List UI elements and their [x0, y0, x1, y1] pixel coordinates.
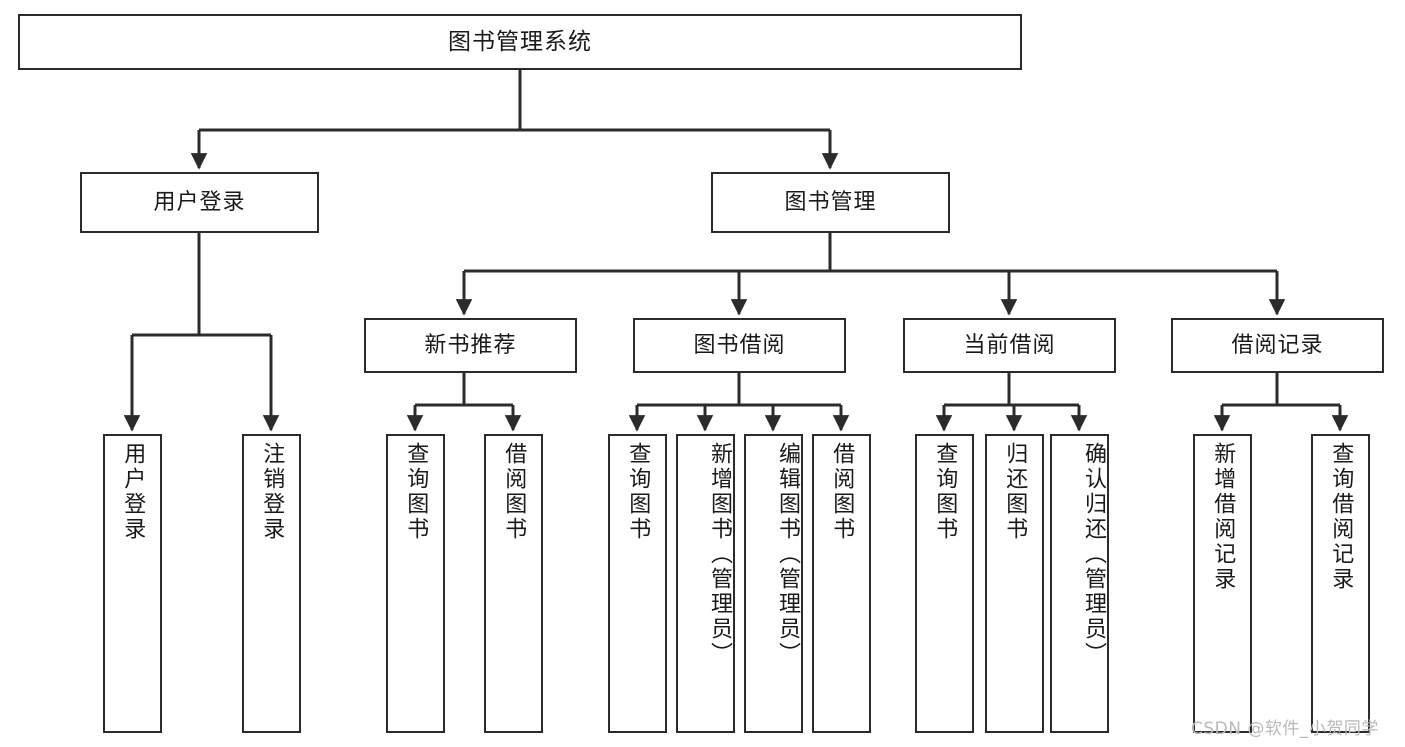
leaf-current-borrow-1[interactable]: 查询图书 [915, 434, 974, 733]
node-borrow-record-label: 借阅记录 [1231, 332, 1324, 358]
node-new-book-recommend-label: 新书推荐 [424, 332, 517, 358]
node-root[interactable]: 图书管理系统 [18, 14, 1022, 70]
watermark-text: CSDN @软件_小贺同学 [1191, 719, 1379, 739]
node-root-label: 图书管理系统 [448, 28, 592, 55]
leaf-book-borrow-3-label: 编辑图书（管理员） [775, 442, 800, 667]
node-new-book-recommend[interactable]: 新书推荐 [364, 318, 577, 373]
leaf-book-borrow-1[interactable]: 查询图书 [608, 434, 667, 733]
leaf-user-login-2[interactable]: 注销登录 [242, 434, 301, 733]
leaf-book-borrow-3[interactable]: 编辑图书（管理员） [744, 434, 803, 733]
leaf-current-borrow-3[interactable]: 确认归还（管理员） [1050, 434, 1109, 733]
leaf-user-login-2-label: 注销登录 [259, 442, 285, 542]
leaf-borrow-record-2[interactable]: 查询借阅记录 [1311, 434, 1370, 733]
leaf-book-borrow-2-label: 新增图书（管理员） [707, 442, 732, 667]
leaf-book-borrow-2[interactable]: 新增图书（管理员） [676, 434, 735, 733]
node-current-borrow-label: 当前借阅 [963, 332, 1056, 358]
leaf-new-book-1[interactable]: 查询图书 [386, 434, 445, 733]
node-current-borrow[interactable]: 当前借阅 [903, 318, 1116, 373]
leaf-current-borrow-2[interactable]: 归还图书 [985, 434, 1044, 733]
leaf-current-borrow-3-label: 确认归还（管理员） [1081, 442, 1106, 667]
leaf-new-book-1-label: 查询图书 [403, 442, 429, 542]
leaf-borrow-record-2-label: 查询借阅记录 [1328, 442, 1354, 592]
node-user-login[interactable]: 用户登录 [80, 172, 319, 233]
leaf-book-borrow-1-label: 查询图书 [625, 442, 651, 542]
leaf-user-login-1-label: 用户登录 [120, 442, 146, 542]
node-borrow-record[interactable]: 借阅记录 [1171, 318, 1384, 373]
node-book-borrow[interactable]: 图书借阅 [633, 318, 846, 373]
node-book-management-label: 图书管理 [784, 189, 877, 215]
node-book-management[interactable]: 图书管理 [711, 172, 950, 233]
leaf-book-borrow-4-label: 借阅图书 [829, 442, 855, 542]
leaf-book-borrow-4[interactable]: 借阅图书 [812, 434, 871, 733]
leaf-current-borrow-1-label: 查询图书 [932, 442, 958, 542]
node-user-login-label: 用户登录 [153, 189, 246, 215]
node-book-borrow-label: 图书借阅 [693, 332, 786, 358]
leaf-current-borrow-2-label: 归还图书 [1002, 442, 1028, 542]
leaf-borrow-record-1-label: 新增借阅记录 [1210, 442, 1236, 592]
leaf-new-book-2-label: 借阅图书 [501, 442, 527, 542]
leaf-user-login-1[interactable]: 用户登录 [103, 434, 162, 733]
leaf-borrow-record-1[interactable]: 新增借阅记录 [1193, 434, 1252, 733]
leaf-new-book-2[interactable]: 借阅图书 [484, 434, 543, 733]
